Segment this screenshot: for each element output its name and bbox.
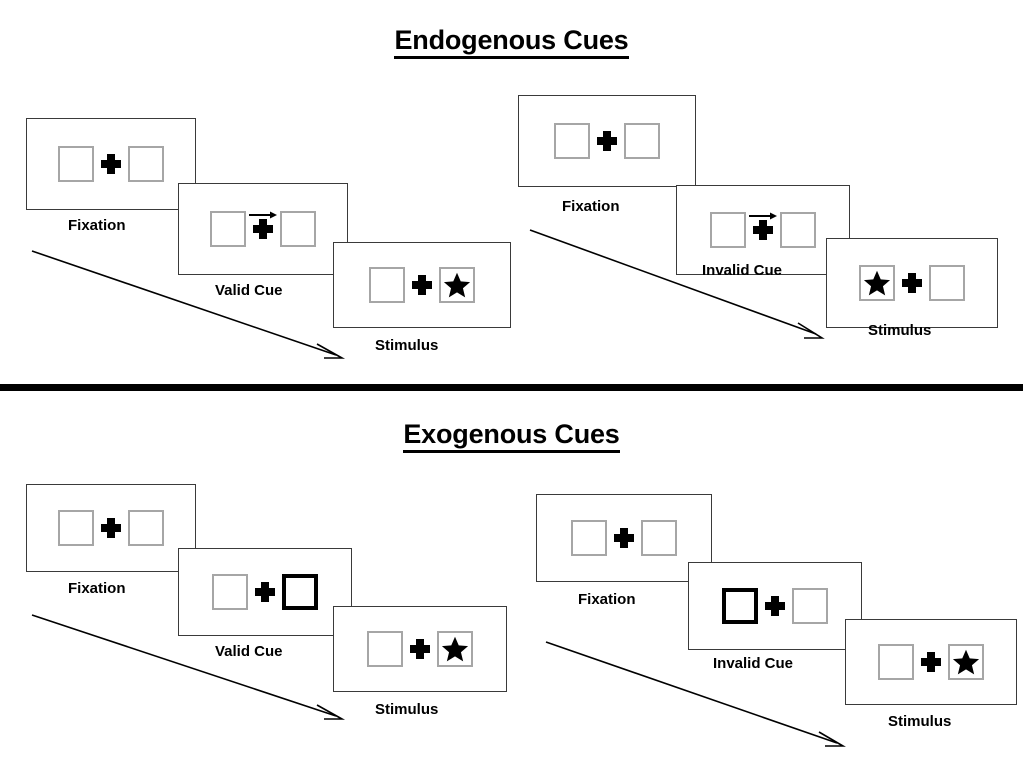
stimulus-row (369, 267, 475, 303)
stimulus-row (367, 631, 473, 667)
caption-exogenous-valid-stimulus: Stimulus (375, 701, 439, 718)
right-placeholder-box (624, 123, 660, 159)
left-placeholder-box (859, 265, 895, 301)
stimulus-row (210, 211, 316, 247)
fixation-cross-icon (94, 146, 128, 182)
panel-content (334, 607, 506, 691)
panel-content (27, 485, 195, 571)
fixation-cross-icon (94, 510, 128, 546)
section-title-exogenous: Exogenous Cues (0, 419, 1023, 453)
left-placeholder-box (58, 510, 94, 546)
panel-content (537, 495, 711, 581)
fixation-cross-icon (895, 265, 929, 301)
left-placeholder-box (212, 574, 248, 610)
stimulus-row (554, 123, 660, 159)
arrow-right-cue-icon (249, 211, 277, 219)
caption-exogenous-invalid-cue: Invalid Cue (713, 655, 794, 672)
stimulus-row (878, 644, 984, 680)
caption-endogenous-valid-stimulus: Stimulus (375, 337, 439, 354)
stimulus-row (58, 146, 164, 182)
panel-exogenous-invalid-stimulus[interactable] (845, 619, 1017, 705)
fixation-cross-icon (590, 123, 624, 159)
panel-content (334, 243, 510, 327)
right-placeholder-box (641, 520, 677, 556)
panel-exogenous-valid-cue[interactable] (178, 548, 352, 636)
panel-content (677, 186, 849, 274)
right-placeholder-box (439, 267, 475, 303)
panel-content (179, 549, 351, 635)
left-placeholder-box (369, 267, 405, 303)
right-placeholder-box (437, 631, 473, 667)
right-placeholder-box (948, 644, 984, 680)
panel-content (846, 620, 1016, 704)
panel-content (179, 184, 347, 274)
left-placeholder-box (878, 644, 914, 680)
left-cued-box (722, 588, 758, 624)
section-title-exogenous-text: Exogenous Cues (403, 419, 620, 453)
caption-endogenous-valid-fixation: Fixation (68, 217, 126, 234)
panel-exogenous-invalid-cue[interactable] (688, 562, 862, 650)
fixation-cross-icon (246, 211, 280, 247)
flow-arrow-exogenous-invalid (545, 641, 846, 747)
panel-exogenous-invalid-fixation[interactable] (536, 494, 712, 582)
left-placeholder-box (571, 520, 607, 556)
panel-endogenous-invalid-stimulus[interactable] (826, 238, 998, 328)
right-placeholder-box (792, 588, 828, 624)
fixation-cross-icon (746, 212, 780, 248)
right-placeholder-box (780, 212, 816, 248)
star-stimulus-icon (441, 636, 469, 662)
star-stimulus-icon (443, 272, 471, 298)
stimulus-row (58, 510, 164, 546)
star-stimulus-icon (863, 270, 891, 296)
left-placeholder-box (58, 146, 94, 182)
left-placeholder-box (710, 212, 746, 248)
right-placeholder-box (128, 146, 164, 182)
caption-exogenous-valid-fixation: Fixation (68, 580, 126, 597)
right-placeholder-box (128, 510, 164, 546)
right-cued-box (282, 574, 318, 610)
panel-content (827, 239, 997, 327)
caption-exogenous-invalid-stimulus: Stimulus (888, 713, 952, 730)
panel-content (519, 96, 695, 186)
caption-endogenous-invalid-fixation: Fixation (562, 198, 620, 215)
panel-endogenous-invalid-fixation[interactable] (518, 95, 696, 187)
left-placeholder-box (367, 631, 403, 667)
panel-exogenous-valid-stimulus[interactable] (333, 606, 507, 692)
panel-endogenous-valid-cue[interactable] (178, 183, 348, 275)
right-placeholder-box (280, 211, 316, 247)
fixation-cross-icon (758, 588, 792, 624)
panel-exogenous-valid-fixation[interactable] (26, 484, 196, 572)
section-title-endogenous: Endogenous Cues (0, 25, 1023, 59)
fixation-cross-icon (914, 644, 948, 680)
fixation-cross-icon (607, 520, 641, 556)
panel-endogenous-valid-fixation[interactable] (26, 118, 196, 210)
stimulus-row (571, 520, 677, 556)
caption-endogenous-invalid-stimulus: Stimulus (868, 322, 932, 339)
stimulus-row (212, 574, 318, 610)
fixation-cross-icon (405, 267, 439, 303)
stimulus-row (710, 212, 816, 248)
section-divider (0, 384, 1023, 391)
panel-endogenous-valid-stimulus[interactable] (333, 242, 511, 328)
stimulus-row (859, 265, 965, 301)
section-title-endogenous-text: Endogenous Cues (394, 25, 629, 59)
star-stimulus-icon (952, 649, 980, 675)
arrow-right-cue-icon (749, 212, 777, 220)
caption-exogenous-invalid-fixation: Fixation (578, 591, 636, 608)
panel-content (27, 119, 195, 209)
fixation-cross-icon (403, 631, 437, 667)
stimulus-row (722, 588, 828, 624)
left-placeholder-box (210, 211, 246, 247)
caption-endogenous-invalid-cue: Invalid Cue (702, 262, 783, 279)
caption-exogenous-valid-cue: Valid Cue (215, 643, 283, 660)
fixation-cross-icon (248, 574, 282, 610)
right-placeholder-box (929, 265, 965, 301)
panel-content (689, 563, 861, 649)
caption-endogenous-valid-cue: Valid Cue (215, 282, 283, 299)
left-placeholder-box (554, 123, 590, 159)
